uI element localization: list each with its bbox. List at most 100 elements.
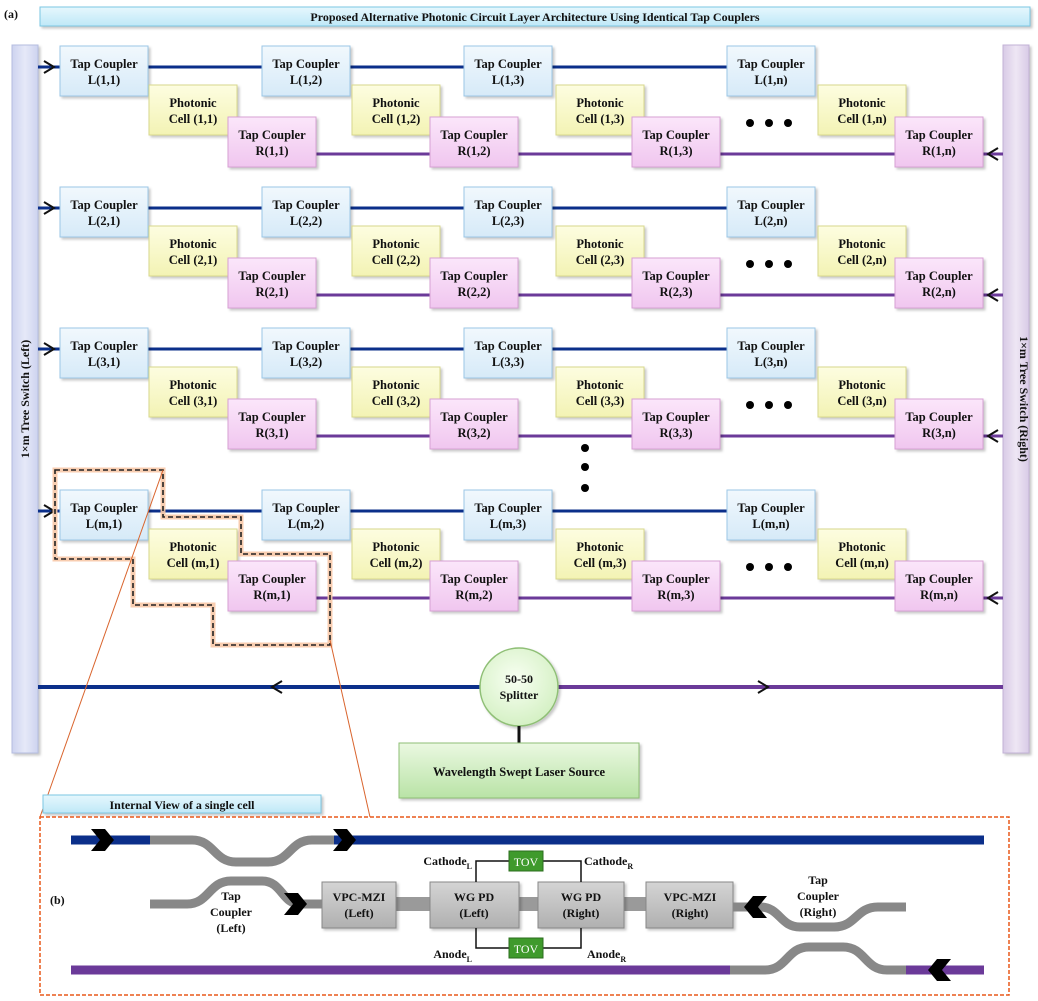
left-switch-label: 1×m Tree Switch (Left) <box>18 340 32 458</box>
right-tap-coupler-box <box>227 257 317 309</box>
photonic-cell-box <box>351 366 441 418</box>
right_couplers-label-line2: R(m,3) <box>657 588 694 602</box>
right_couplers-label-line1: Tap Coupler <box>440 572 508 586</box>
input-arrow-icon <box>43 342 56 356</box>
right-tap-coupler-box <box>429 116 519 168</box>
left_couplers-label-line1: Tap Coupler <box>474 198 542 212</box>
cells-label-line1: Photonic <box>372 96 420 110</box>
cells-label-line1: Photonic <box>838 96 886 110</box>
right_couplers-label-line1: Tap Coupler <box>238 410 306 424</box>
cells-label-line1: Photonic <box>169 540 217 554</box>
chevron-right-icon <box>284 893 307 915</box>
right_couplers-label-line1: Tap Coupler <box>238 269 306 283</box>
photonic-cell-box <box>555 528 645 580</box>
cells-label-line1: Photonic <box>576 96 624 110</box>
anode-right-label: AnodeR <box>587 947 626 964</box>
left_couplers-label-line1: Tap Coupler <box>70 198 138 212</box>
left_couplers-label-line2: L(2,n) <box>755 214 788 228</box>
right-tap-coupler-box <box>227 560 317 612</box>
ellipsis-dot <box>746 260 754 268</box>
photonic-cell-box <box>351 84 441 136</box>
right_couplers-label-line1: Tap Coupler <box>905 269 973 283</box>
cells-label-line1: Photonic <box>372 540 420 554</box>
right-tap-coupler-box <box>894 398 984 450</box>
right_couplers-label-line1: Tap Coupler <box>440 410 508 424</box>
cells-label-line2: Cell (3,n) <box>837 394 886 408</box>
cells-label-line2: Cell (3,3) <box>576 394 625 408</box>
right_couplers-label-line2: R(2,n) <box>922 285 956 299</box>
right_couplers-label-line2: R(2,1) <box>256 285 289 299</box>
cells-label-line1: Photonic <box>372 237 420 251</box>
right_couplers-label-line1: Tap Coupler <box>642 572 710 586</box>
right_couplers-label-line1: Tap Coupler <box>642 269 710 283</box>
ellipsis-dot <box>784 563 792 571</box>
photonic-cell-box <box>351 225 441 277</box>
right-tap-coupler-upper-arm <box>733 902 906 932</box>
left_couplers-label-line2: L(3,3) <box>492 355 524 369</box>
cells-label-line2: Cell (m,2) <box>370 556 423 570</box>
cells-label-line1: Photonic <box>838 237 886 251</box>
left-tap-coupler-box <box>261 186 351 238</box>
left_couplers-label-line2: L(m,1) <box>86 517 122 531</box>
vpc-mzi-right-line2: (Right) <box>672 906 709 920</box>
right-tap-coupler-box <box>227 398 317 450</box>
wg-pd-right-box <box>537 881 625 929</box>
right-switch-label: 1×m Tree Switch (Right) <box>1017 336 1031 462</box>
anode-left-label: AnodeL <box>433 947 472 964</box>
right_couplers-label-line2: R(m,2) <box>455 588 492 602</box>
cells-label-line2: Cell (m,3) <box>574 556 627 570</box>
right-tap-coupler-box <box>631 257 721 309</box>
left_couplers-label-line2: L(2,2) <box>290 214 322 228</box>
cells-label-line2: Cell (1,2) <box>372 112 421 126</box>
cells-label-line1: Photonic <box>372 378 420 392</box>
tap-coupler-left-line1: Tap <box>221 889 241 903</box>
left_couplers-label-line1: Tap Coupler <box>737 501 805 515</box>
photonic-cell-box <box>817 225 907 277</box>
single-cell-highlight <box>54 469 331 646</box>
wg-pd-left-line2: (Left) <box>459 906 488 920</box>
return-arrow-icon <box>986 429 999 443</box>
chevron-right-icon <box>91 829 114 851</box>
cathode-left-label: CathodeL <box>423 854 472 871</box>
right_couplers-label-line2: R(1,2) <box>458 144 491 158</box>
input-arrow-icon <box>43 201 56 215</box>
ellipsis-dots <box>581 119 792 571</box>
right-tap-coupler-box <box>429 257 519 309</box>
left_couplers-label-line2: L(1,2) <box>290 73 322 87</box>
right-tap-coupler-box <box>631 116 721 168</box>
left-tap-coupler-box <box>59 45 149 97</box>
left_couplers-label-line2: L(3,2) <box>290 355 322 369</box>
right_couplers-label-line1: Tap Coupler <box>905 128 973 142</box>
right_couplers-label-line2: R(3,n) <box>922 426 956 440</box>
left_couplers-label-line1: Tap Coupler <box>272 198 340 212</box>
left_couplers-label-line2: L(2,1) <box>88 214 120 228</box>
laser-source-label: Wavelength Swept Laser Source <box>433 765 606 779</box>
left_couplers-label-line2: L(1,n) <box>755 73 788 87</box>
left_couplers-label-line1: Tap Coupler <box>70 501 138 515</box>
tap-coupler-right-line3: (Right) <box>800 905 837 919</box>
ellipsis-dot <box>746 119 754 127</box>
ellipsis-dot <box>746 563 754 571</box>
cells-label-line1: Photonic <box>838 378 886 392</box>
left_couplers-label-line1: Tap Coupler <box>474 501 542 515</box>
photonic-cell-box <box>817 528 907 580</box>
tap-coupler-left-line3: (Left) <box>216 921 245 935</box>
photonic-cell-box <box>148 84 238 136</box>
cells-label-line1: Photonic <box>169 378 217 392</box>
cells-label-line2: Cell (1,3) <box>576 112 625 126</box>
return-arrow-icon <box>986 147 999 161</box>
right_couplers-label-line2: R(3,3) <box>660 426 693 440</box>
left_couplers-label-line2: L(3,n) <box>755 355 788 369</box>
left-tap-coupler-box <box>463 45 553 97</box>
right-tap-coupler-box <box>227 116 317 168</box>
wg-pd-right-line1: WG PD <box>561 890 602 904</box>
left_couplers-label-line2: L(m,n) <box>752 517 789 531</box>
left-tree-switch <box>11 44 39 754</box>
ellipsis-dot <box>581 444 589 452</box>
ellipsis-dot <box>581 463 589 471</box>
diagram-title: Proposed Alternative Photonic Circuit La… <box>310 10 760 24</box>
right_couplers-label-line2: R(m,1) <box>253 588 290 602</box>
connector <box>396 897 430 911</box>
cells-label-line2: Cell (3,1) <box>169 394 218 408</box>
